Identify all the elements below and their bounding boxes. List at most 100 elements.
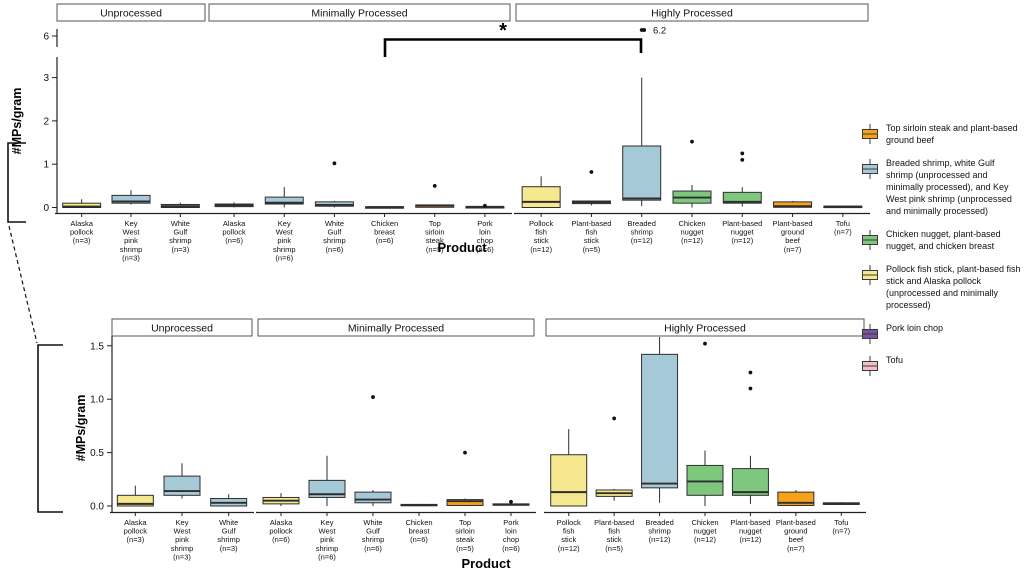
facet-header-label: Highly Processed [651,8,733,20]
outlier-dot [589,170,594,174]
legend-entry: Chicken nugget, plant-based nugget, and … [861,229,1021,253]
iqr-box [111,194,151,204]
iqr-box [773,201,813,208]
box-breaded-shrimp-n-12- [641,337,679,503]
outlier-6-2-label: 6.2 [653,26,666,37]
outlier-dot [748,370,753,375]
legend-entry-label: Pork loin chop [886,322,944,333]
y-tick-label: 0.5 [90,448,104,459]
box-plant-based-ground-beef-n-7- [777,489,815,506]
outlier-dot [483,203,487,208]
legend-key-boxplot-icon [862,264,878,285]
significance-bracket: * 6.2 [383,20,666,57]
outlier-dot [371,395,375,399]
box-white-gulf-shrimp-n-6- [314,161,354,208]
facet-header-label: Highly Processed [664,323,746,335]
iqr-box [731,468,769,496]
facet-header [111,318,253,337]
box-pork-loin-chop-n-6- [492,499,530,506]
legend-entry: Pork loin chop [861,323,1021,344]
x-axis-title: Product [461,556,511,571]
legend-entry-label: Pollock fish stick, plant-based fish sti… [886,263,1021,310]
box-plant-based-fish-stick-n-5- [595,416,633,501]
y-tick-label: 0 [43,203,49,214]
legend-key-boxplot-icon [862,323,878,344]
box-key-west-pink-shrimp-n-6- [264,187,304,208]
y-tick-label: 1.5 [90,341,104,352]
legend-key-boxplot-icon [862,229,878,250]
iqr-box [354,491,392,504]
box-tofu-n-7- [823,205,863,209]
facet-header [515,3,869,22]
zoom-link-brackets [7,142,63,513]
facet-header [545,318,865,337]
y-tick-label: 3 [43,73,49,84]
outlier-dot [332,161,337,166]
box-breaded-shrimp-n-12- [622,28,662,207]
y-axis-title: #MPs/gram [10,88,24,155]
category-label: Tofu(n=7) [832,518,850,536]
legend-entry: Pollock fish stick, plant-based fish sti… [861,264,1021,312]
facet-header-label: Unprocessed [151,323,213,335]
legend-entry-label: Top sirloin steak and plant-based ground… [886,123,1018,145]
y-tick-label: 0.0 [90,502,104,513]
box-plant-based-fish-stick-n-5- [571,170,611,206]
legend-entry: Breaded shrimp, white Gulf shrimp (unpro… [861,158,1021,218]
facet-header [257,318,535,337]
box-top-sirloin-steak-n-5- [446,450,484,506]
iqr-box [163,475,201,496]
significance-asterisk: * [499,20,507,42]
iqr-box [446,499,484,506]
legend-entry-label: Chicken nugget, plant-based nugget, and … [886,228,1001,251]
box-alaska-pollock-n-6- [262,493,300,506]
legend: Top sirloin steak and plant-based ground… [861,123,1021,387]
bottom-range-bracket [37,344,63,513]
box-plant-based-nugget-n-12- [722,151,762,207]
y-tick-label: 6 [43,32,49,43]
top-range-bracket [7,142,26,223]
outlier-dot [463,450,467,455]
outlier-dot [748,386,753,391]
box-top-sirloin-steak-n-5- [415,183,455,208]
box-pollock-fish-stick-n-12- [521,176,561,209]
iqr-box [622,145,662,201]
box-key-west-pink-shrimp-n-6- [308,455,346,506]
box-chicken-breast-n-6- [400,503,438,507]
outlier-dot [703,341,707,346]
iqr-box [308,479,346,498]
legend-entry-label: Tofu [886,354,904,365]
facet-header-label: Unprocessed [100,8,162,20]
outlier-dot [509,499,513,504]
box-alaska-pollock-n-3- [62,199,102,208]
box-plant-based-ground-beef-n-7- [773,201,813,208]
iqr-box [686,464,724,496]
box-key-west-pink-shrimp-n-3- [111,190,151,205]
box-pork-loin-chop-n-6- [465,203,505,209]
iqr-box [722,191,762,204]
